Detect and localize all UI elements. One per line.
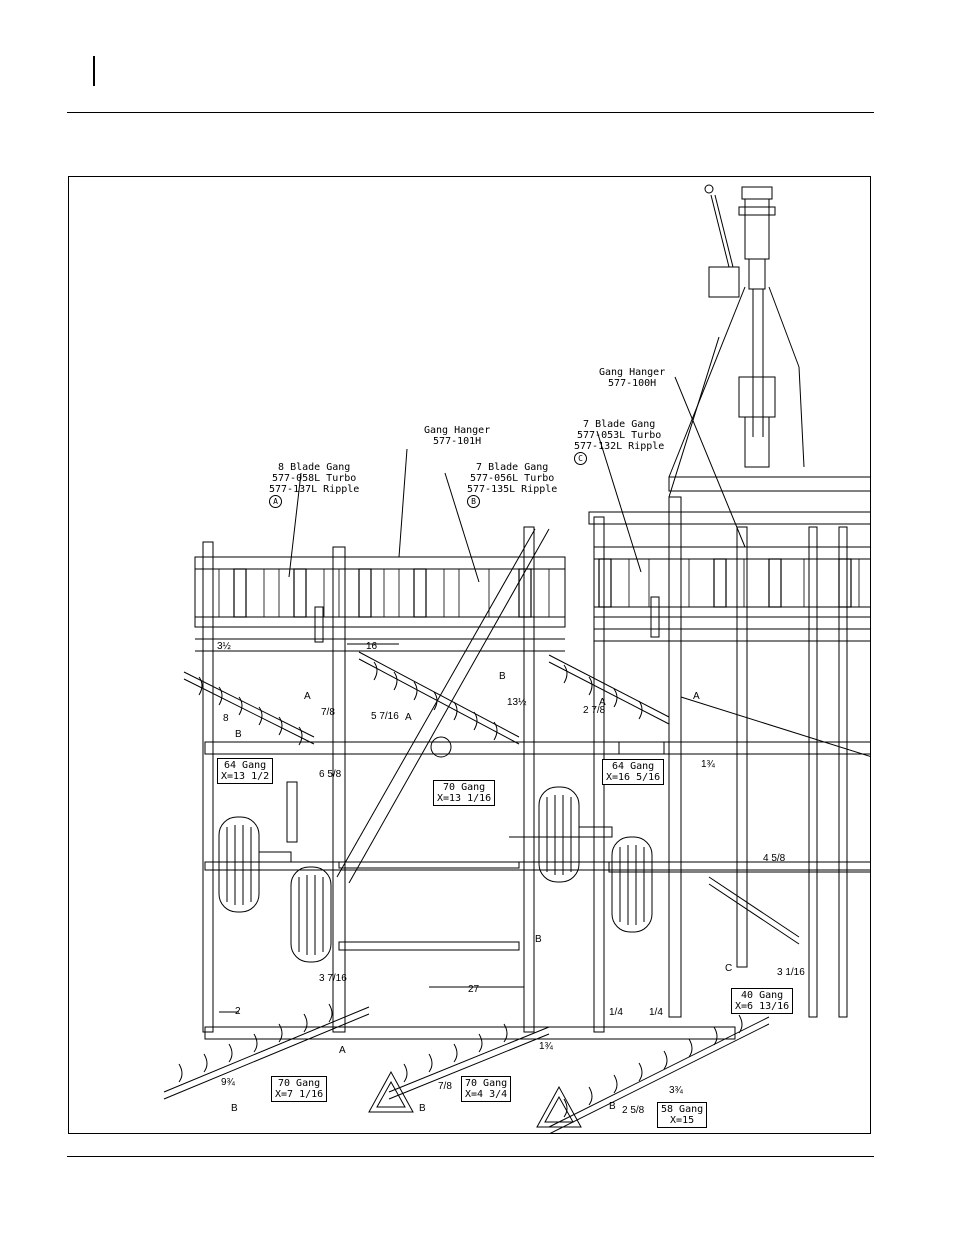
machine-drawing (163, 184, 870, 1133)
callout-line: 8 Blade Gang (278, 462, 351, 473)
dimension-label: 1/4 (609, 1007, 623, 1018)
gang-box-line: 70 Gang (465, 1078, 508, 1089)
gang-box-line: 40 Gang (741, 990, 784, 1001)
gang-box: 40 Gang X=6 13/16 (731, 988, 794, 1014)
gang-box: 58 Gang X=15 (657, 1102, 708, 1128)
callout-7-blade-gang-c: 7 Blade Gang 577-053L Turbo 577-132L Rip… (574, 419, 664, 465)
point-label: B (231, 1103, 238, 1114)
gang-box: 64 Gang X=16 5/16 (602, 759, 665, 785)
callout-line: 577-101H (433, 436, 482, 447)
dimension-label: 2 (235, 1006, 241, 1017)
gang-box-line: 70 Gang (443, 782, 486, 793)
dimension-label: 8 (223, 713, 229, 724)
gang-box-line: 64 Gang (224, 760, 267, 771)
header-tick-mark (93, 56, 95, 86)
point-label: B (499, 671, 506, 682)
callout-line: Gang Hanger (424, 425, 491, 436)
gang-box-line: 70 Gang (278, 1078, 321, 1089)
callout-line: 7 Blade Gang (476, 462, 549, 473)
gang-box: 70 Gang X=13 1/16 (433, 780, 496, 806)
dimension-label: 27 (468, 984, 480, 995)
gang-box-line: X=16 5/16 (606, 772, 661, 783)
gang-box: 70 Gang X=4 3/4 (461, 1076, 512, 1102)
dimension-label: 6 5/8 (319, 769, 342, 780)
callout-8-blade-gang: 8 Blade Gang 577-058L Turbo 577-137L Rip… (269, 462, 359, 508)
point-label: B (609, 1101, 616, 1112)
point-label: A (405, 712, 412, 723)
gang-box-line: X=7 1/16 (275, 1089, 324, 1100)
header-rule (67, 112, 874, 113)
callout-gang-hanger-100h: Gang Hanger 577-100H (599, 367, 665, 389)
gang-box: 70 Gang X=7 1/16 (271, 1076, 328, 1102)
point-label: A (304, 691, 311, 702)
dimension-label: 1/4 (649, 1007, 663, 1018)
dimension-label: 1¾ (539, 1041, 553, 1052)
gang-box-line: X=15 (670, 1115, 695, 1126)
callout-line: 577-137L Ripple (269, 484, 360, 495)
footer-rule (67, 1156, 874, 1157)
callout-marker: B (467, 495, 480, 508)
callout-line: 577-056L Turbo (470, 473, 555, 484)
dimension-label: 3 7/16 (319, 973, 347, 984)
dimension-label: 3¾ (669, 1085, 683, 1096)
gang-box-line: 64 Gang (612, 761, 655, 772)
point-label: A (599, 697, 606, 708)
callout-line: Gang Hanger (599, 367, 666, 378)
dimension-label: 2 7/8 (583, 705, 606, 716)
callout-line: 577-058L Turbo (272, 473, 357, 484)
gang-box: 64 Gang X=13 1/2 (217, 758, 274, 784)
gang-box-line: 58 Gang (661, 1104, 704, 1115)
dimension-label: 4 5/8 (763, 853, 786, 864)
callout-gang-hanger-101h: Gang Hanger 577-101H (424, 425, 490, 447)
dimension-label: 7/8 (438, 1081, 452, 1092)
callout-marker: A (269, 495, 282, 508)
callout-line: 577-053L Turbo (577, 430, 662, 441)
callout-line: 577-135L Ripple (467, 484, 558, 495)
dimension-label: 16 (366, 641, 378, 652)
callout-line: 7 Blade Gang (583, 419, 656, 430)
dimension-label: 13½ (507, 697, 527, 708)
dimension-label: 9¾ (221, 1077, 235, 1088)
callout-line: 577-132L Ripple (574, 441, 665, 452)
dimension-label: 3½ (217, 641, 231, 652)
gang-box-line: X=6 13/16 (735, 1001, 790, 1012)
point-label: C (725, 963, 733, 974)
dimension-label: 2 5/8 (622, 1105, 645, 1116)
gang-box-line: X=13 1/2 (221, 771, 270, 782)
point-label: B (419, 1103, 426, 1114)
point-label: A (339, 1045, 346, 1056)
dimension-label: 1¾ (701, 759, 715, 770)
drawing-frame: Gang Hanger 577-101H 8 Blade Gang 577-05… (68, 176, 871, 1134)
callout-line: 577-100H (608, 378, 657, 389)
point-label: A (693, 691, 700, 702)
point-label: B (235, 729, 242, 740)
gang-box-line: X=13 1/16 (437, 793, 492, 804)
gang-box-line: X=4 3/4 (465, 1089, 508, 1100)
callout-marker: C (574, 452, 587, 465)
dimension-label: 5 7/16 (371, 711, 399, 722)
dimension-label: 7/8 (321, 707, 335, 718)
callout-7-blade-gang-b: 7 Blade Gang 577-056L Turbo 577-135L Rip… (467, 462, 557, 508)
dimension-label: 3 1/16 (777, 967, 805, 978)
point-label: B (535, 934, 542, 945)
